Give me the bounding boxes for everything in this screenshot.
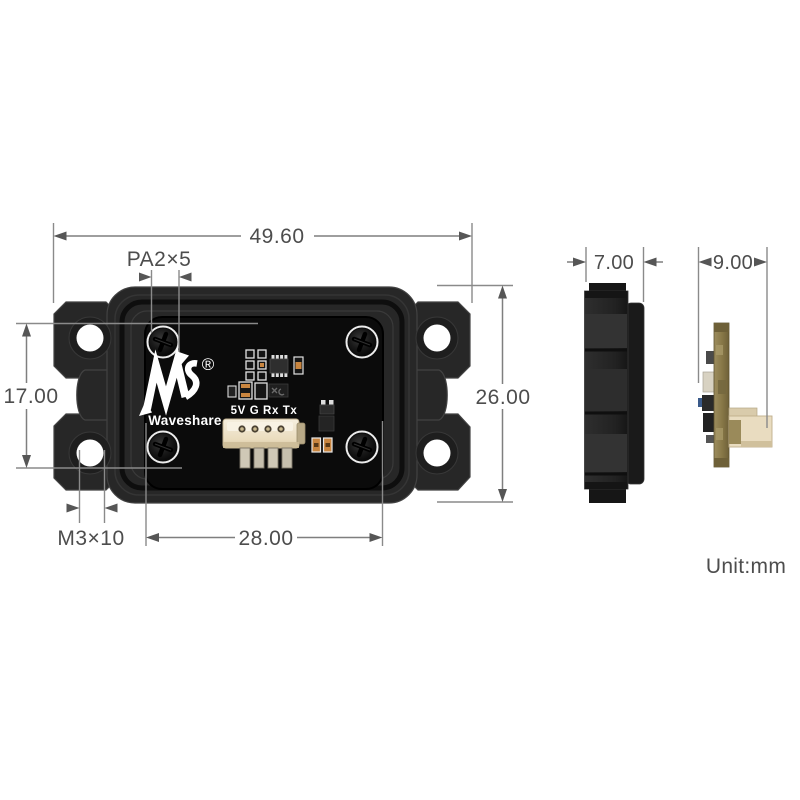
pcb-edge (713, 322, 730, 468)
smd-components (227, 349, 335, 453)
dim-17-label: 17.00 (3, 385, 58, 408)
dim-screw-spec-top: PA2×5 (127, 248, 192, 352)
dim-hole-spacing-left: 17.00 (3, 322, 258, 469)
registered-mark: ® (202, 355, 215, 374)
dim-28-label: 28.00 (238, 527, 293, 550)
dim-case-thickness: 7.00 (567, 247, 663, 302)
dim-26-label: 26.00 (475, 386, 530, 409)
unit-label: Unit:mm (706, 555, 786, 578)
connector-pins (239, 447, 293, 469)
dim-7-label: 7.00 (594, 252, 634, 274)
dim-9-label: 9.00 (713, 252, 753, 274)
pin-labels: 5V G Rx Tx (231, 405, 298, 417)
dim-overall-width-label: 49.60 (249, 225, 304, 248)
logo-arrow-up-icon (176, 351, 189, 366)
dim-pcb-width: 28.00 (145, 421, 384, 550)
front-view: ® Waveshare 5V G Rx Tx (53, 286, 471, 504)
dim-m3x10-label: M3×10 (57, 527, 124, 550)
dim-overall-height: 26.00 (437, 284, 530, 503)
dim-pa2x5-label: PA2×5 (127, 248, 192, 271)
waveshare-logo: ® Waveshare (139, 346, 222, 428)
mounting-holes (76, 324, 451, 467)
dim-pcb-thickness: 9.00 (697, 247, 768, 428)
side-view-case (584, 283, 645, 503)
logo-arrow-down-icon (139, 401, 152, 416)
ic-chip (269, 355, 289, 377)
dim-screw-spec-bottom: M3×10 (57, 450, 124, 550)
dim-overall-width: 49.60 (52, 223, 473, 303)
side-view-pcb (698, 322, 773, 468)
brand-wordmark: Waveshare (148, 413, 222, 428)
jst-connector (222, 418, 306, 469)
pcb-screws (146, 325, 379, 464)
